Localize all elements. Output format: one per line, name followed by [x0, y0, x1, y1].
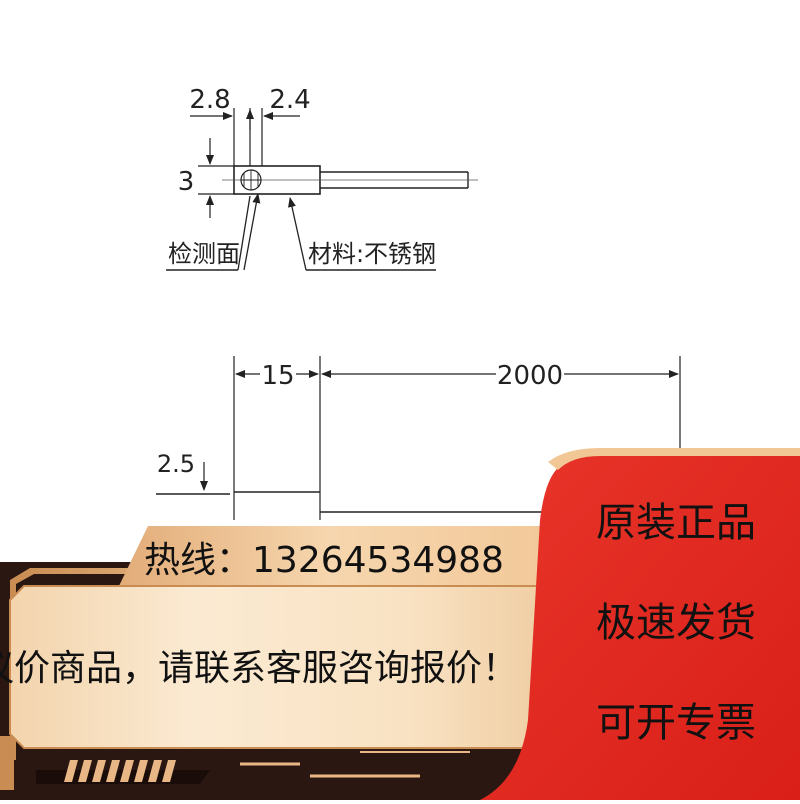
badge-genuine: 原装正品: [596, 500, 756, 546]
dim-2.4-label: 2.4: [269, 85, 310, 115]
side-view-drawing: 15 2000 2.5: [156, 356, 681, 520]
detection-face-label: 检测面: [168, 240, 240, 268]
badge-panel: [480, 452, 800, 800]
promo-banner: 热线：13264534988 议价商品，请联系客服咨询报价！ 原装正品 极速发货…: [0, 448, 800, 800]
material-label: 材料:不锈钢: [308, 240, 436, 268]
hotline-panel: [118, 526, 540, 588]
dim-3-label: 3: [178, 167, 195, 197]
dim-2.8-label: 2.8: [189, 85, 230, 115]
stripe-decoration: [64, 760, 176, 782]
top-view-drawing: 2.8 2.4 3 检测面 材料:不锈钢: [166, 85, 478, 271]
badge-fast-shipping: 极速发货: [596, 600, 756, 646]
dim-2.5-label: 2.5: [157, 450, 195, 478]
hotline-text: 热线：13264534988: [144, 540, 504, 581]
dim-2000-label: 2000: [497, 361, 563, 391]
message-text: 议价商品，请联系客服咨询报价！: [0, 648, 518, 689]
dim-15-label: 15: [261, 361, 294, 391]
badge-invoice: 可开专票: [596, 700, 756, 746]
